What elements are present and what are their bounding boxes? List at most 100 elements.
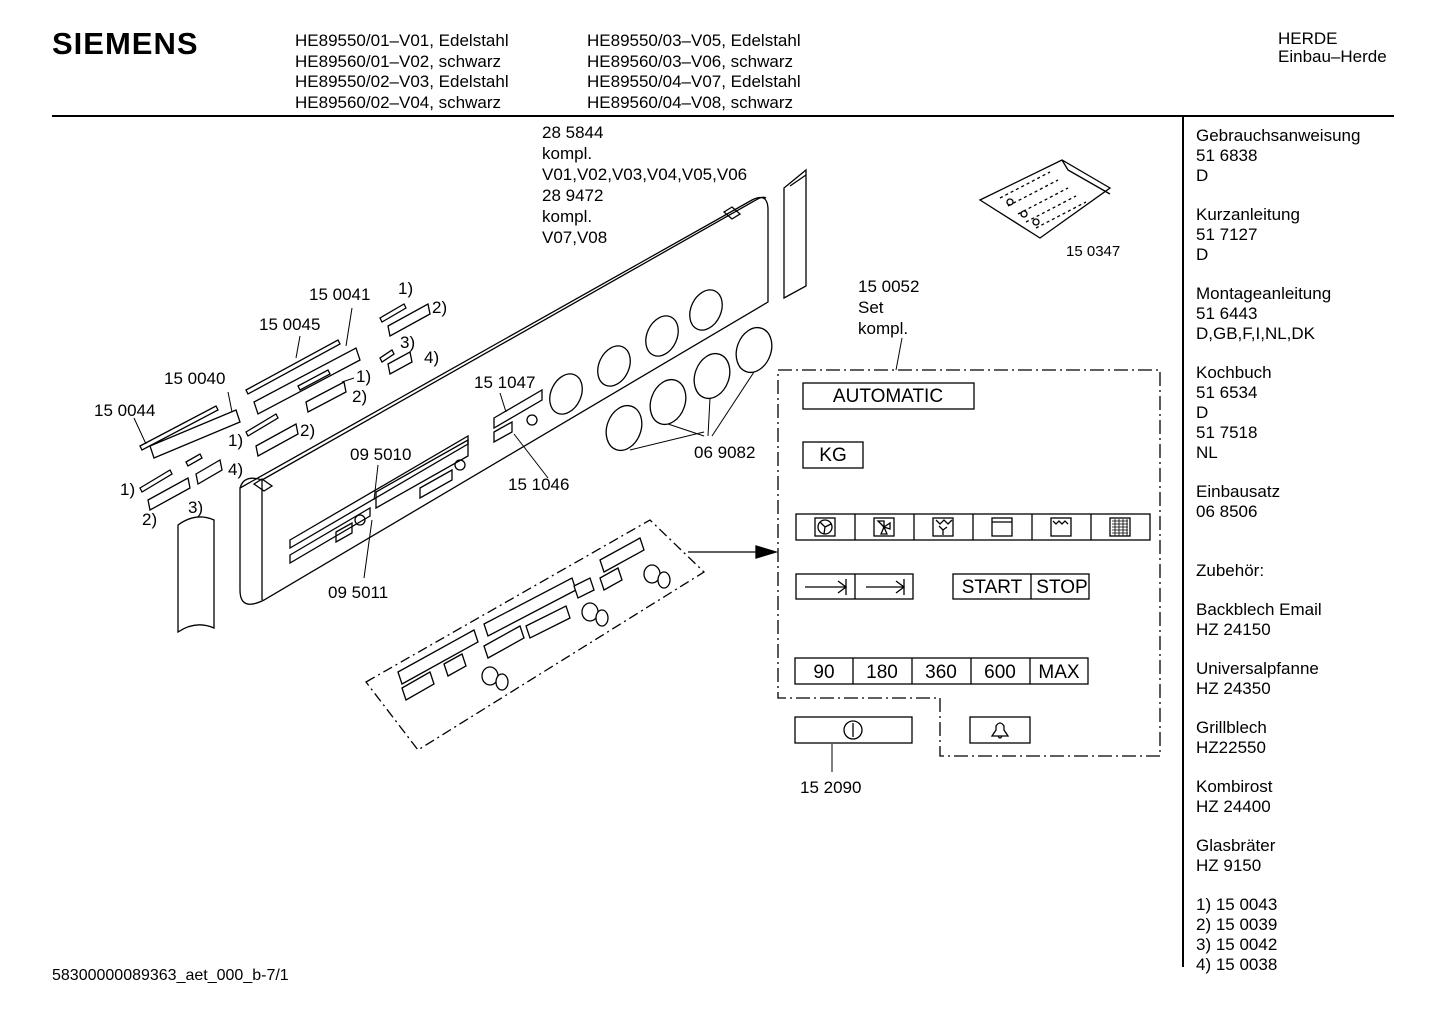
sidebar-line: 51 6838 — [1196, 146, 1258, 165]
model-line: HE89550/01–V01, Edelstahl — [295, 31, 509, 50]
part-number-label: 15 2090 — [800, 778, 861, 797]
model-line: HE89560/04–V08, schwarz — [587, 92, 794, 112]
sidebar-line: D,GB,F,I,NL,DK — [1196, 324, 1316, 343]
part-number-label: V01,V02,V03,V04,V05,V06 — [542, 165, 747, 184]
part-number-label: 09 5010 — [350, 445, 411, 464]
symbol-row — [795, 513, 1151, 541]
note-marker: 2) — [432, 298, 447, 317]
sidebar-group: Zubehör: — [1196, 561, 1436, 581]
left-end-cap — [177, 516, 215, 634]
power-icon — [843, 720, 863, 740]
duration-row — [795, 573, 914, 600]
time-label: 360 — [925, 662, 957, 683]
sidebar-line: Kochbuch — [1196, 363, 1272, 382]
document-id: 58300000089363_aet_000_b-7/1 — [52, 967, 289, 984]
note-marker: 1) — [398, 279, 413, 298]
time-label: 90 — [813, 662, 834, 683]
part-number-label: Set — [858, 298, 884, 317]
sidebar-line: HZ 9150 — [1196, 856, 1262, 875]
exploded-diagram: 28 5844 kompl. V01,V02,V03,V04,V05,V06 2… — [94, 123, 1161, 797]
sidebar-group: 1) 15 0043 2) 15 0039 3) 15 0042 4) 15 0… — [1196, 895, 1436, 975]
part-number-label: 15 0045 — [259, 315, 320, 334]
part-labels: 28 5844 kompl. V01,V02,V03,V04,V05,V06 2… — [94, 123, 1120, 797]
bell-icon — [990, 722, 1010, 739]
sidebar-line: Kurzanleitung — [1196, 205, 1300, 224]
symbol-labels: AUTOMATIC KG START STOP 90 180 360 600 M… — [813, 386, 1087, 683]
fan-heat-icon — [814, 517, 836, 537]
sidebar-line: 06 8506 — [1196, 502, 1258, 521]
kg-label: KG — [819, 445, 846, 466]
sidebar-line: Einbausatz — [1196, 482, 1281, 501]
model-line: HE89550/04–V07, Edelstahl — [587, 72, 801, 91]
sidebar-line: Glasbräter — [1196, 836, 1276, 855]
part-number-label: kompl. — [542, 144, 592, 163]
time-label: 600 — [984, 662, 1016, 683]
stop-label: STOP — [1036, 577, 1087, 598]
sidebar-line: Montageanleitung — [1196, 284, 1332, 303]
model-line: HE89550/02–V03, Edelstahl — [295, 72, 509, 91]
sidebar-line: HZ 24350 — [1196, 679, 1271, 698]
model-line: HE89560/01–V02, schwarz — [295, 51, 502, 71]
sidebar-line: NL — [1196, 443, 1218, 462]
part-number-label: 15 0052 — [858, 277, 919, 296]
part-number-label: V07,V08 — [542, 228, 607, 247]
part-number-label: 28 9472 — [542, 186, 603, 205]
note-marker: 2) — [352, 387, 367, 406]
arrow — [688, 545, 779, 559]
sidebar-line: Backblech Email — [1196, 600, 1322, 619]
sidebar-divider — [1182, 117, 1184, 967]
top-bottom-heat-icon — [991, 517, 1013, 537]
brand-logo: SIEMENS — [52, 26, 199, 61]
sidebar-group: Grillblech HZ22550 — [1196, 718, 1436, 758]
knobs — [605, 326, 773, 452]
part-number-label: 15 1047 — [474, 373, 535, 392]
part-number-label: 15 1046 — [508, 475, 569, 494]
note-marker: 2) — [300, 421, 315, 440]
screw-bag — [978, 159, 1112, 239]
note-marker: 1) — [120, 480, 135, 499]
note-marker: 3) — [400, 333, 415, 352]
start-stop-box — [952, 573, 1090, 600]
sidebar-line: Grillblech — [1196, 718, 1267, 737]
sidebar-line: HZ 24150 — [1196, 620, 1271, 639]
sidebar-line: 51 6534 — [1196, 383, 1258, 402]
part-number-label: kompl. — [858, 319, 908, 338]
sidebar-line: Universalpfanne — [1196, 659, 1319, 678]
sidebar-group: Universalpfanne HZ 24350 — [1196, 659, 1436, 699]
power-symbol-box — [794, 716, 913, 744]
note-marker: 2) — [142, 510, 157, 529]
category-label: HERDE Einbau–Herde — [1278, 30, 1387, 66]
note-marker: 4) — [228, 460, 243, 479]
sidebar-line: Kombirost — [1196, 777, 1273, 796]
start-label: START — [962, 577, 1023, 598]
sidebar-line: Gebrauchsanweisung — [1196, 126, 1361, 145]
clip-strips — [139, 303, 431, 511]
defrost-grid-icon — [1109, 517, 1131, 537]
sidebar-group: Montageanleitung 51 6443 D,GB,F,I,NL,DK — [1196, 284, 1436, 344]
top-heat-icon — [1050, 517, 1072, 537]
part-number-label: 15 0347 — [1066, 243, 1120, 260]
model-line: HE89560/03–V06, schwarz — [587, 51, 794, 71]
time-label: MAX — [1038, 662, 1080, 683]
grill-fan-icon — [932, 517, 954, 537]
note-marker: 3) — [188, 498, 203, 517]
model-line: HE89560/02–V04, schwarz — [295, 92, 502, 112]
part-number-label: 15 0044 — [94, 401, 155, 420]
sidebar-line: HZ 24400 — [1196, 797, 1271, 816]
sidebar-line: 1) 15 0043 — [1196, 895, 1278, 914]
leader-lines — [133, 307, 903, 772]
automatic-label: AUTOMATIC — [833, 386, 943, 407]
sidebar-line: D — [1196, 166, 1209, 185]
sidebar-group: Kochbuch 51 6534 D 51 7518 NL — [1196, 363, 1436, 463]
sidebar-group: Backblech Email HZ 24150 — [1196, 600, 1436, 640]
sidebar-line: 4) 15 0038 — [1196, 955, 1278, 974]
part-number-label: 06 9082 — [694, 443, 755, 462]
sidebar-line: HZ22550 — [1196, 738, 1266, 757]
category-line: HERDE — [1278, 29, 1338, 48]
note-marker: 1) — [356, 367, 371, 386]
part-number-label: 15 0040 — [164, 369, 225, 388]
part-number-label: kompl. — [542, 207, 592, 226]
sidebar-line: D — [1196, 245, 1209, 264]
control-panel — [239, 196, 769, 605]
kg-label-box — [802, 441, 864, 469]
